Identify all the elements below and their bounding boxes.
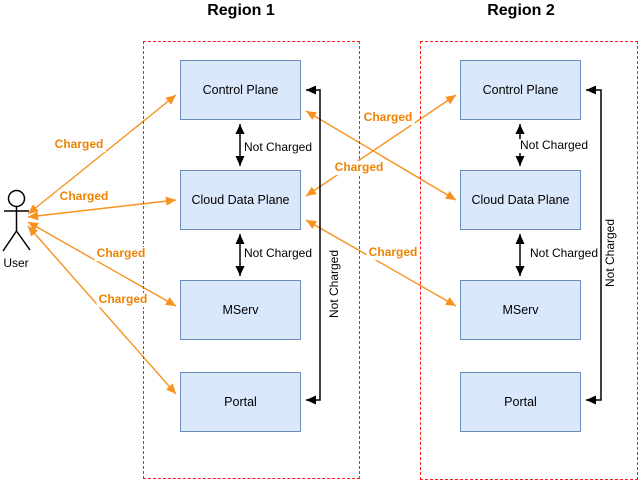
- edge-user-r1-portal: [27, 225, 177, 395]
- label-charged-r1cdp-r2cp: Charged: [361, 110, 415, 125]
- label-charged-r1cp-r2cdp: Charged: [332, 160, 386, 175]
- label-charged-user-cdp: Charged: [57, 189, 111, 204]
- label-notcharged-r1-cdp-mserv: Not Charged: [241, 246, 315, 261]
- label-notcharged-r2-cp-cdp: Not Charged: [517, 138, 591, 153]
- label-charged-user-portal: Charged: [96, 292, 150, 307]
- node-r2-mserv: MServ: [460, 280, 581, 340]
- node-r1-portal: Portal: [180, 372, 301, 432]
- label-charged-user-mserv: Charged: [94, 246, 148, 261]
- user-actor-icon: [2, 189, 31, 252]
- node-r1-cloud-data-plane: Cloud Data Plane: [180, 170, 301, 230]
- user-actor-label: User: [3, 256, 29, 270]
- edge-r2portal-r2cp: [586, 85, 602, 405]
- label-charged-user-cp: Charged: [52, 137, 106, 152]
- label-notcharged-r1-cp-cdp: Not Charged: [241, 140, 315, 155]
- label-notcharged-r2-cdp-mserv: Not Charged: [527, 246, 601, 261]
- edge-r1portal-r1cp: [306, 85, 321, 405]
- node-r2-control-plane: Control Plane: [460, 60, 581, 120]
- node-r2-cloud-data-plane: Cloud Data Plane: [460, 170, 581, 230]
- region-2-boundary: [420, 41, 638, 480]
- region-2-title: Region 2: [487, 2, 555, 19]
- edges-not-charged: [235, 85, 602, 405]
- label-notcharged-r1-portal-cp: Not Charged: [327, 247, 342, 321]
- label-charged-r1cdp-r2mserv: Charged: [366, 245, 420, 260]
- edge-user-r1-cloud-data-plane: [27, 196, 177, 221]
- edge-r1cdp-r2mserv: [305, 219, 457, 307]
- edges-user-charged: [27, 94, 177, 395]
- node-r2-portal: Portal: [460, 372, 581, 432]
- label-notcharged-r2-portal-cp: Not Charged: [603, 216, 618, 290]
- node-r1-mserv: MServ: [180, 280, 301, 340]
- edge-user-r1-control-plane: [27, 94, 177, 215]
- region-1-title: Region 1: [207, 2, 275, 19]
- edges-cross-region-charged: [305, 94, 457, 307]
- node-r1-control-plane: Control Plane: [180, 60, 301, 120]
- edge-r1cp-r2cdp: [305, 110, 457, 201]
